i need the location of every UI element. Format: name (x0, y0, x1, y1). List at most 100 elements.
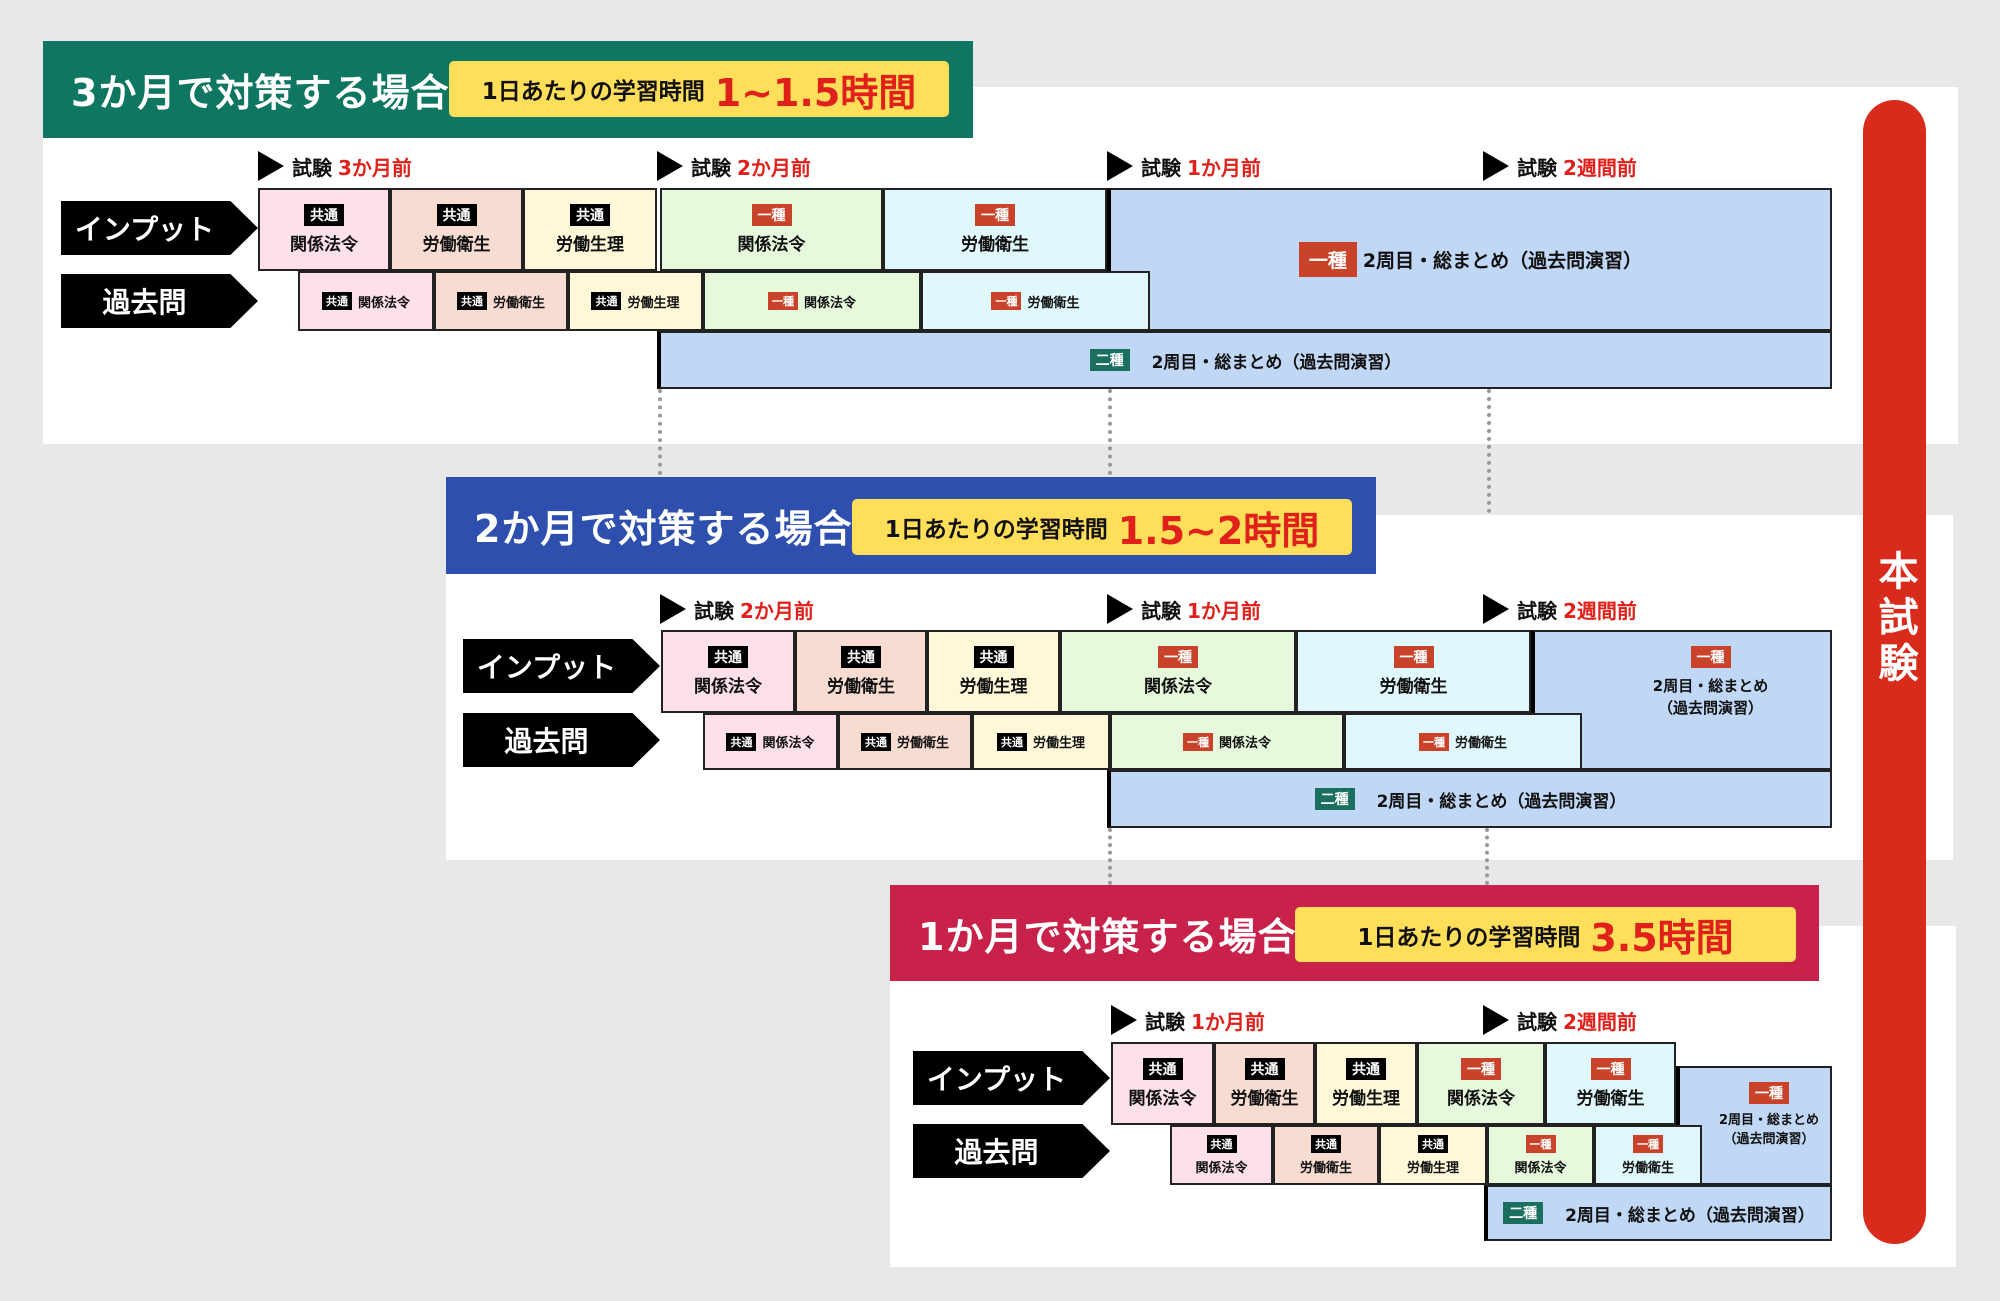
subject-label: 労働衛生 (1454, 736, 1507, 751)
category-badge: 二種 (1503, 1202, 1544, 1224)
row-label-input: インプット (61, 201, 258, 255)
marker-prefix: 試験 (1517, 598, 1557, 623)
row-label-past-exams: 過去問 (913, 1124, 1110, 1178)
category-badge: 共通 (1244, 1058, 1285, 1080)
subject-label: 労働衛生 (1379, 677, 1448, 697)
study-time-label: 1日あたりの学習時間 (884, 517, 1108, 543)
category-badge: 一種 (1590, 1058, 1631, 1080)
marker-value: 2週間前 (1563, 598, 1637, 623)
past-exam-cell: 一種労働衛生 (1594, 1125, 1702, 1185)
subject-label: 関係法令 (1218, 736, 1271, 751)
marker-prefix: 試験 (1517, 155, 1557, 180)
subject-label: 関係法令 (1195, 1160, 1248, 1176)
category-badge: 一種 (1182, 732, 1213, 751)
category-badge: 一種 (1461, 1058, 1501, 1080)
subject-label: 関係法令 (737, 235, 806, 255)
flag-icon (1483, 151, 1509, 181)
flag-icon (1111, 1005, 1137, 1035)
category-badge: 二種 (1089, 349, 1130, 371)
category-badge: 共通 (1311, 1134, 1341, 1153)
subject-label: 労働衛生 (1299, 1160, 1352, 1176)
subject-label: 関係法令 (1447, 1089, 1515, 1109)
subject-label: 関係法令 (1128, 1089, 1197, 1109)
subject-label: 関係法令 (803, 295, 856, 311)
subject-label: 労働生理 (1332, 1089, 1400, 1109)
subject-label: 関係法令 (290, 235, 358, 255)
timeline-guide-line (1485, 828, 1489, 885)
past-exam-cell: 一種労働衛生 (1344, 713, 1582, 770)
input-cell: 一種労働衛生 (1545, 1042, 1676, 1125)
marker-prefix: 試験 (1145, 1009, 1185, 1034)
subject-label: 労働衛生 (1230, 1089, 1299, 1109)
marker-prefix: 試験 (691, 155, 731, 180)
study-time-hours: 1.5~2時間 (1117, 508, 1320, 553)
category-badge: 共通 (1142, 1058, 1183, 1080)
marker-value: 3か月前 (338, 155, 412, 180)
category-badge: 共通 (841, 646, 881, 668)
subject-label: 労働生理 (1032, 736, 1085, 751)
category-badge: 二種 (1314, 788, 1355, 810)
category-badge: 共通 (304, 204, 344, 226)
category-badge: 共通 (860, 732, 891, 751)
input-cell: 共通関係法令 (661, 630, 795, 713)
flag-icon (258, 151, 284, 181)
marker-value: 2か月前 (737, 155, 811, 180)
category-badge: 一種 (991, 292, 1022, 310)
section-title: 1か月で対策する場合 (918, 914, 1297, 959)
flag-icon (660, 594, 686, 624)
input-cell: 一種労働衛生 (1296, 630, 1531, 713)
category-badge: 一種 (1525, 1134, 1556, 1153)
subject-label: 労働衛生 (492, 295, 545, 311)
category-badge: 一種 (1393, 646, 1434, 668)
category-badge: 共通 (996, 732, 1027, 751)
marker-value: 1か月前 (1191, 1009, 1265, 1034)
subject-label: 労働生理 (959, 677, 1028, 697)
past-exam-cell: 一種関係法令 (1487, 1125, 1594, 1185)
category-badge: 共通 (1206, 1134, 1237, 1153)
timeline-guide-line (1487, 389, 1491, 513)
exam-day-bar: 本試験 (1863, 100, 1926, 1244)
marker-prefix: 試験 (694, 598, 734, 623)
subject-label: 労働衛生 (1621, 1160, 1674, 1176)
category-badge: 一種 (1690, 646, 1731, 668)
subject-label: 労働生理 (1406, 1160, 1459, 1176)
past-exam-cell: 共通労働生理 (972, 713, 1110, 770)
subject-label: 関係法令 (1514, 1160, 1567, 1176)
past-exam-cell: 共通関係法令 (1170, 1125, 1273, 1185)
past-exam-cell: 共通労働生理 (1379, 1125, 1487, 1185)
subject-label: 関係法令 (357, 295, 410, 311)
category-badge: 共通 (973, 646, 1014, 668)
input-cell: 共通労働衛生 (390, 188, 523, 271)
flag-icon (1483, 1005, 1509, 1035)
timeline-guide-line (1108, 828, 1112, 885)
input-cell: 一種関係法令 (660, 188, 883, 271)
past-exam-cell: 共通労働衛生 (1273, 1125, 1379, 1185)
past-exam-cell: 共通労働衛生 (434, 271, 568, 331)
input-cell: 共通労働衛生 (1214, 1042, 1315, 1125)
marker-value: 2か月前 (740, 598, 814, 623)
marker-value: 1か月前 (1187, 155, 1261, 180)
category-badge: 共通 (726, 732, 757, 751)
past-exam-cell: 一種労働衛生 (921, 271, 1150, 331)
past-exam-cell: 共通関係法令 (298, 271, 434, 331)
past-exam-cell: 一種関係法令 (1110, 713, 1344, 770)
category-badge: 共通 (591, 292, 622, 310)
category-badge: 一種 (751, 204, 792, 226)
subject-label: 2周目・総まとめ（過去問演習） (1362, 250, 1643, 272)
study-time-hours: 1~1.5時間 (714, 70, 917, 115)
input-cell: 共通関係法令 (1111, 1042, 1214, 1125)
row-label-past-exams: 過去問 (463, 713, 660, 767)
input-cell: 共通労働生理 (927, 630, 1060, 713)
past-exam-cell: 一種関係法令 (703, 271, 921, 331)
input-cell: 一種関係法令 (1417, 1042, 1545, 1125)
